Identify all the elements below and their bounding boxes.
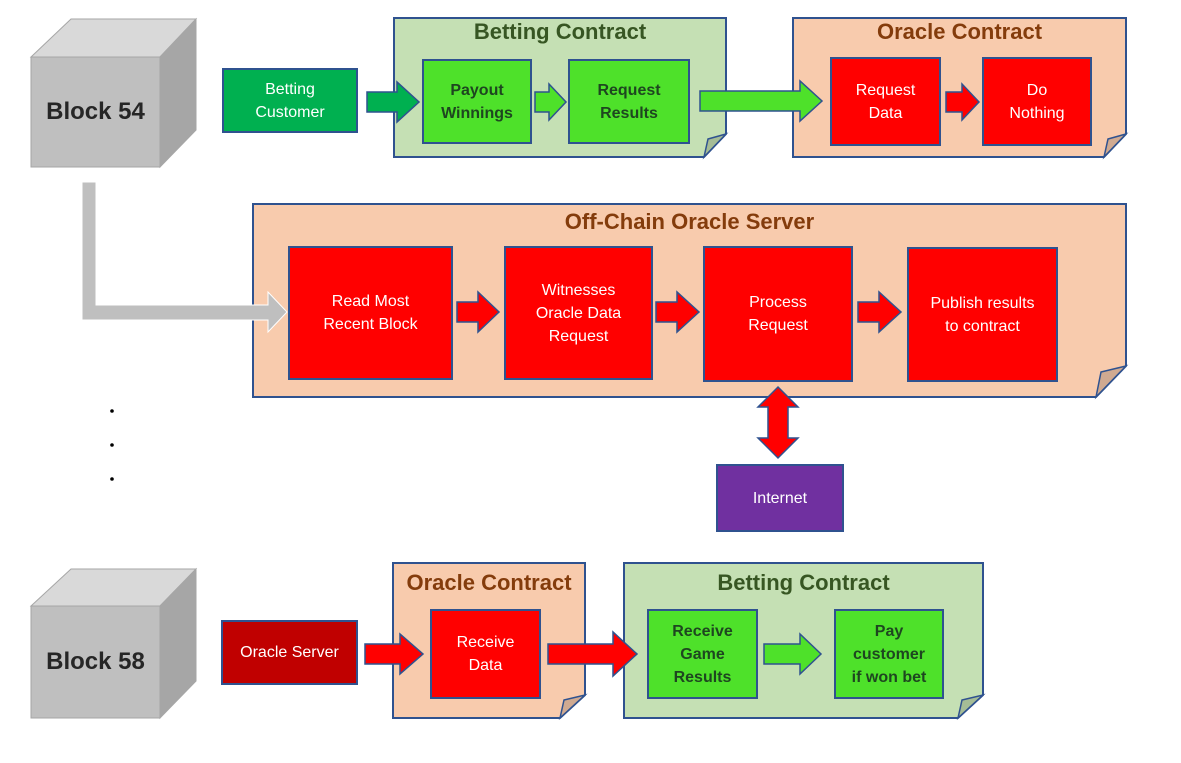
request-data-box: Request Data (830, 57, 941, 146)
ellipsis-dot (110, 409, 114, 413)
betting-customer-box: Betting Customer (222, 68, 358, 133)
oracle-server-title: Off-Chain Oracle Server (564, 209, 815, 234)
oracle-server-box: Oracle Server (221, 620, 358, 685)
ellipsis-dot (110, 477, 114, 481)
arrow-witness-to-process (655, 290, 701, 334)
process-request-box: Process Request (703, 246, 853, 382)
publish-results-box: Publish results to contract (907, 247, 1058, 382)
read-block-box: Read Most Recent Block (288, 246, 453, 380)
block-58-label: Block 58 (46, 648, 145, 675)
block-54-label: Block 54 (46, 98, 145, 125)
top-oracle-contract-title: Oracle Contract (876, 19, 1043, 44)
payout-winnings-box: Payout Winnings (422, 59, 532, 144)
pay-customer-box: Pay customer if won bet (834, 609, 944, 699)
bottom-oracle-contract-title: Oracle Contract (406, 570, 572, 595)
arrow-request-to-nothing (945, 82, 981, 122)
arrow-customer-to-payout (366, 80, 421, 124)
block-58-cube (29, 567, 198, 720)
bottom-betting-contract-title: Betting Contract (717, 570, 890, 595)
request-results-box: Request Results (568, 59, 690, 144)
arrow-read-to-witness (456, 290, 501, 334)
arrow-results-to-pay (763, 632, 823, 676)
arrow-receive-to-betting (547, 630, 639, 678)
arrow-oracleserver-to-receive (364, 632, 425, 676)
block-54-cube (29, 17, 198, 169)
witnesses-box: Witnesses Oracle Data Request (504, 246, 653, 380)
receive-data-box: Receive Data (430, 609, 541, 699)
arrow-process-internet (756, 385, 800, 460)
receive-results-box: Receive Game Results (647, 609, 758, 699)
internet-box: Internet (716, 464, 844, 532)
ellipsis-dot (110, 443, 114, 447)
top-betting-contract-title: Betting Contract (473, 19, 647, 44)
arrow-process-to-publish (857, 290, 903, 334)
do-nothing-box: Do Nothing (982, 57, 1092, 146)
arrow-betting-to-oracle (699, 79, 824, 123)
arrow-payout-to-request (534, 82, 568, 122)
block-to-server-arrow (81, 181, 288, 334)
